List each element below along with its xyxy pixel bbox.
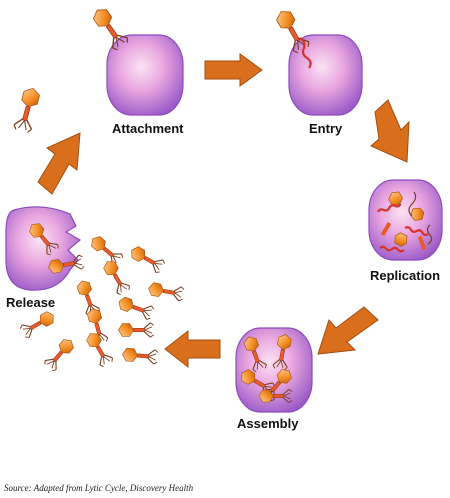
injected-dna: [299, 37, 312, 69]
arrow-replication-to-assembly: [317, 306, 379, 355]
entry-label: Entry: [309, 121, 343, 136]
attachment-label: Attachment: [112, 121, 184, 136]
assembly-label: Assembly: [237, 416, 299, 431]
release-label: Release: [6, 295, 56, 310]
arrow-assembly-to-release: [164, 329, 221, 369]
entry-cell: [272, 6, 363, 116]
replication-label: Replication: [370, 268, 441, 283]
arrow-release-to-attachment: [37, 132, 81, 195]
replication-cell: [368, 179, 443, 261]
free-phage: [12, 85, 43, 134]
arrow-attachment-to-entry: [204, 53, 263, 87]
attachment-cell: [89, 4, 184, 116]
release-cell: [5, 206, 86, 291]
assembly-cell: [235, 327, 313, 413]
arrow-entry-to-replication: [370, 99, 410, 163]
source-note: Source: Adapted from Lytic Cycle, Discov…: [4, 483, 194, 493]
